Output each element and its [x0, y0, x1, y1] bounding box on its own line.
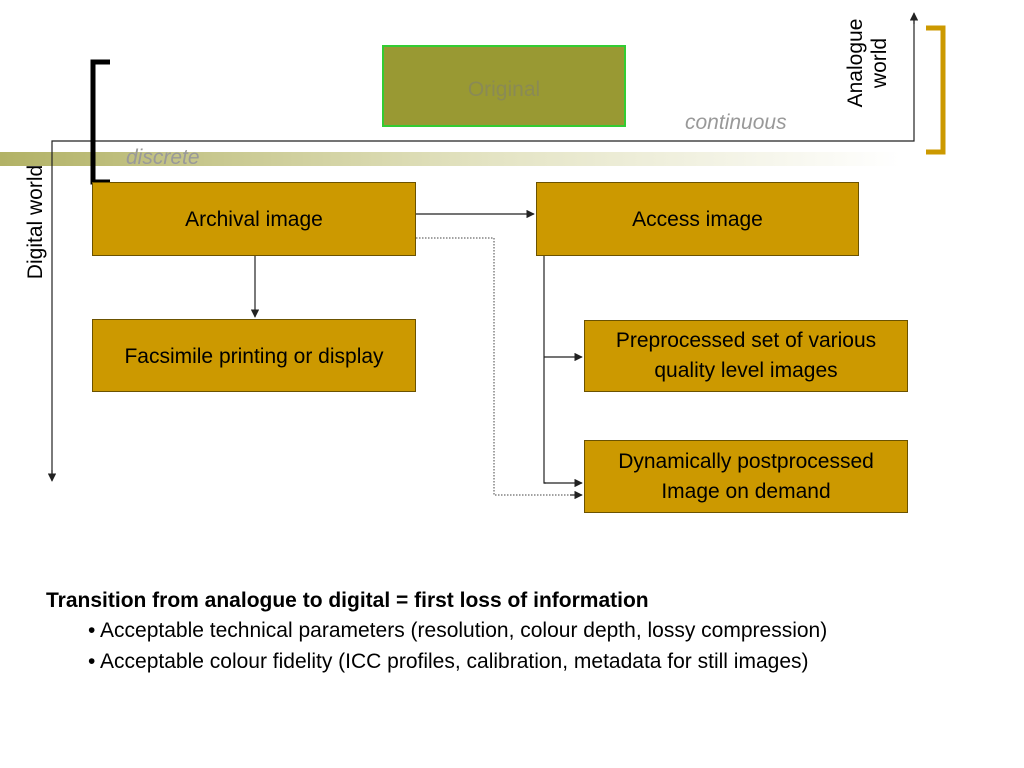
dotted-archival-to-dynamic	[416, 237, 574, 496]
facsimile-box: Facsimile printing or display	[92, 319, 416, 392]
access-branch-line	[543, 256, 546, 484]
transition-band	[0, 152, 900, 166]
boundary-line	[51, 14, 915, 480]
continuous-label: continuous	[685, 111, 787, 134]
dynamic-box: Dynamically postprocessed Image on deman…	[584, 440, 908, 513]
access-image-box: Access image	[536, 182, 859, 256]
discrete-label: discrete	[126, 146, 200, 169]
caption-bullet-2: • Acceptable colour fidelity (ICC profil…	[88, 650, 809, 673]
preprocessed-box: Preprocessed set of various quality leve…	[584, 320, 908, 392]
original-box: Original	[382, 45, 626, 127]
caption-heading: Transition from analogue to digital = fi…	[46, 589, 649, 612]
original-label: Original	[467, 78, 541, 101]
archival-image-box: Archival image	[92, 182, 416, 256]
caption: Transition from analogue to digital = fi…	[46, 586, 827, 677]
caption-bullet-1: • Acceptable technical parameters (resol…	[88, 619, 828, 642]
analogue-world-label: Analogue world	[844, 18, 891, 108]
digital-world-label: Digital world	[24, 164, 47, 280]
analogue-bracket	[926, 25, 946, 155]
